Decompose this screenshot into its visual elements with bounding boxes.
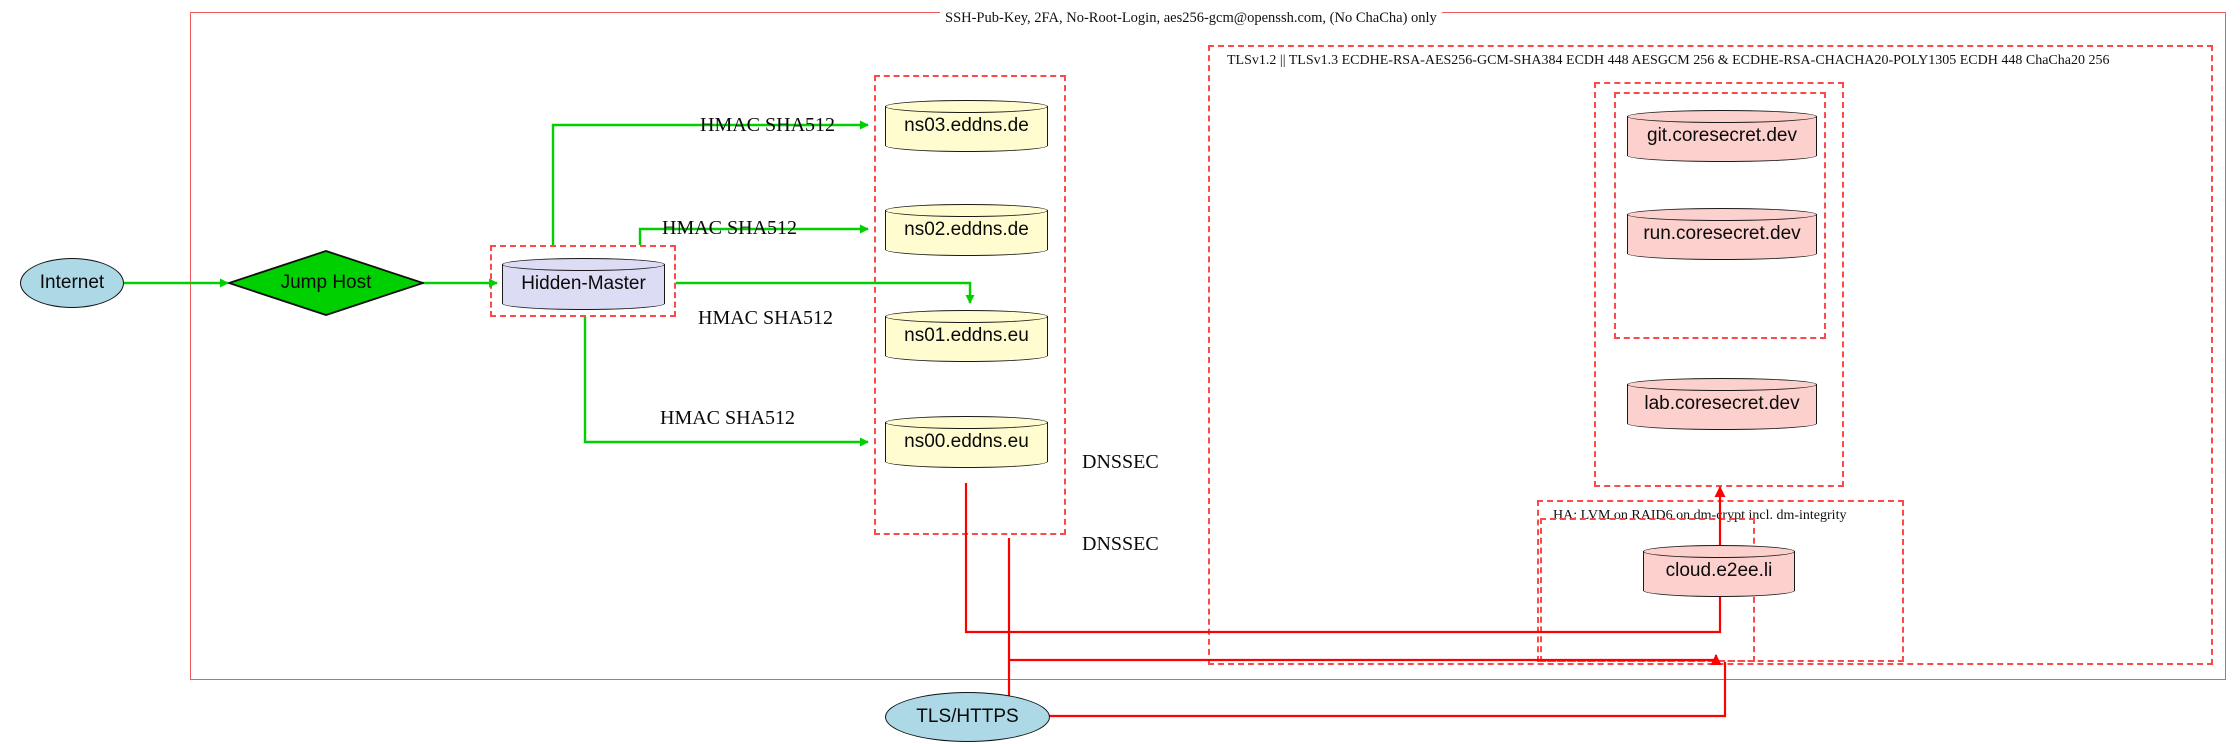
cylinder-top <box>1627 110 1817 123</box>
diamond-shape <box>228 250 424 316</box>
cylinder-top <box>1643 545 1795 558</box>
node-ns00[interactable]: ns00.eddns.eu <box>885 416 1048 468</box>
node-ns02-label: ns02.eddns.de <box>904 219 1029 240</box>
cylinder-top <box>885 310 1048 323</box>
node-ns03-label: ns03.eddns.de <box>904 115 1029 136</box>
node-git-coresecret[interactable]: git.coresecret.dev <box>1627 110 1817 162</box>
edge-label-dnssec-1: DNSSEC <box>1082 451 1159 473</box>
edge-label-hmac-ns02: HMAC SHA512 <box>662 217 798 239</box>
cylinder-top <box>885 204 1048 217</box>
cluster-tls-label: TLSv1.2 || TLSv1.3 ECDHE-RSA-AES256-GCM-… <box>1222 53 2115 69</box>
node-jump-host[interactable]: Jump Host <box>228 250 424 316</box>
cylinder-top <box>885 416 1048 429</box>
node-cloud-e2ee[interactable]: cloud.e2ee.li <box>1643 545 1795 597</box>
node-lab-label: lab.coresecret.dev <box>1644 393 1800 414</box>
edge-label-dnssec-2: DNSSEC <box>1082 533 1159 555</box>
node-internet[interactable]: Internet <box>20 258 124 308</box>
cylinder-top <box>1627 378 1817 391</box>
node-tls-https[interactable]: TLS/HTTPS <box>885 692 1050 742</box>
node-git-label: git.coresecret.dev <box>1647 125 1797 146</box>
node-hidden-master-label: Hidden-Master <box>521 273 646 294</box>
node-run-label: run.coresecret.dev <box>1643 223 1801 244</box>
node-jump-host-label: Jump Host <box>280 272 372 293</box>
cluster-ssh-label: SSH-Pub-Key, 2FA, No-Root-Login, aes256-… <box>940 10 1442 26</box>
node-ns03[interactable]: ns03.eddns.de <box>885 100 1048 152</box>
cluster-coresecret-inner <box>1614 92 1826 339</box>
edge-label-hmac-ns01: HMAC SHA512 <box>698 307 834 329</box>
node-lab-coresecret[interactable]: lab.coresecret.dev <box>1627 378 1817 430</box>
cylinder-top <box>885 100 1048 113</box>
node-hidden-master[interactable]: Hidden-Master <box>502 258 665 310</box>
cylinder-top <box>502 258 665 271</box>
node-ns02[interactable]: ns02.eddns.de <box>885 204 1048 256</box>
edge-label-hmac-ns00: HMAC SHA512 <box>660 407 796 429</box>
edge-label-hmac-ns03: HMAC SHA512 <box>700 114 836 136</box>
cylinder-top <box>1627 208 1817 221</box>
cylinder-body <box>885 106 1048 146</box>
node-run-coresecret[interactable]: run.coresecret.dev <box>1627 208 1817 260</box>
node-ns01-label: ns01.eddns.eu <box>904 325 1029 346</box>
node-ns01[interactable]: ns01.eddns.eu <box>885 310 1048 362</box>
node-ns00-label: ns00.eddns.eu <box>904 431 1029 452</box>
